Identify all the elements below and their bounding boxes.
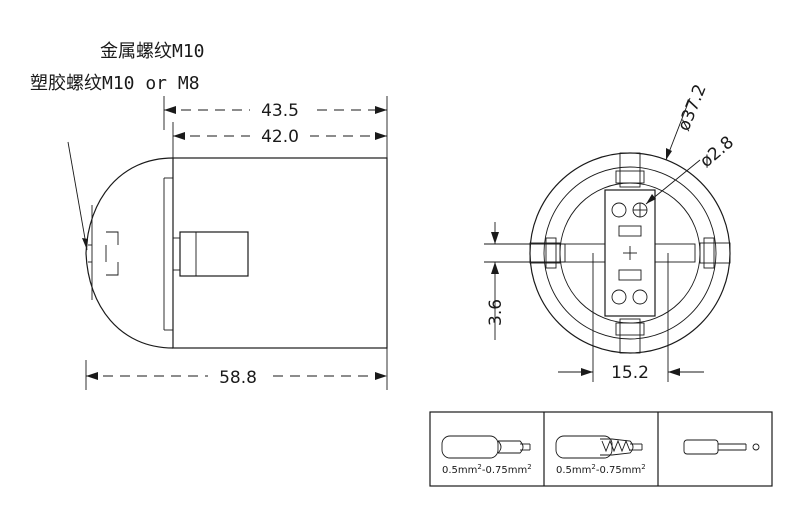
dim-42-0: 42.0 <box>261 127 299 147</box>
wire-cell-2: 0.5mm2-0.75mm2 <box>555 435 646 476</box>
dim-43-5: 43.5 <box>261 101 299 121</box>
wire-label-2: 0.5mm2-0.75mm2 <box>556 463 646 476</box>
wire-cell-1: 0.5mm2-0.75mm2 <box>441 435 532 476</box>
dome-cap <box>85 157 174 349</box>
wire-label-1: 0.5mm2-0.75mm2 <box>442 463 532 476</box>
dim-diameter-37-2: ø37.2 <box>674 82 711 134</box>
wire-cell-3 <box>683 439 760 455</box>
dim-58-8: 58.8 <box>219 368 257 388</box>
dim-15-2: 15.2 <box>611 363 649 383</box>
front-view: ø37.2 ø2.8 3.6 15.2 <box>484 82 738 383</box>
wire-table: 0.5mm2-0.75mm2 0.5mm2-0.75mm2 <box>429 411 773 487</box>
dim-3-6: 3.6 <box>486 299 506 326</box>
dim-diameter-2-8: ø2.8 <box>696 132 738 171</box>
housing-body <box>172 157 388 349</box>
side-view: 43.5 42.0 58.8 <box>67 96 388 390</box>
note-metal-thread: 金属螺纹M10 <box>100 41 205 62</box>
note-plastic-thread: 塑胶螺纹M10 or M8 <box>30 73 200 94</box>
terminal-block <box>179 231 249 277</box>
